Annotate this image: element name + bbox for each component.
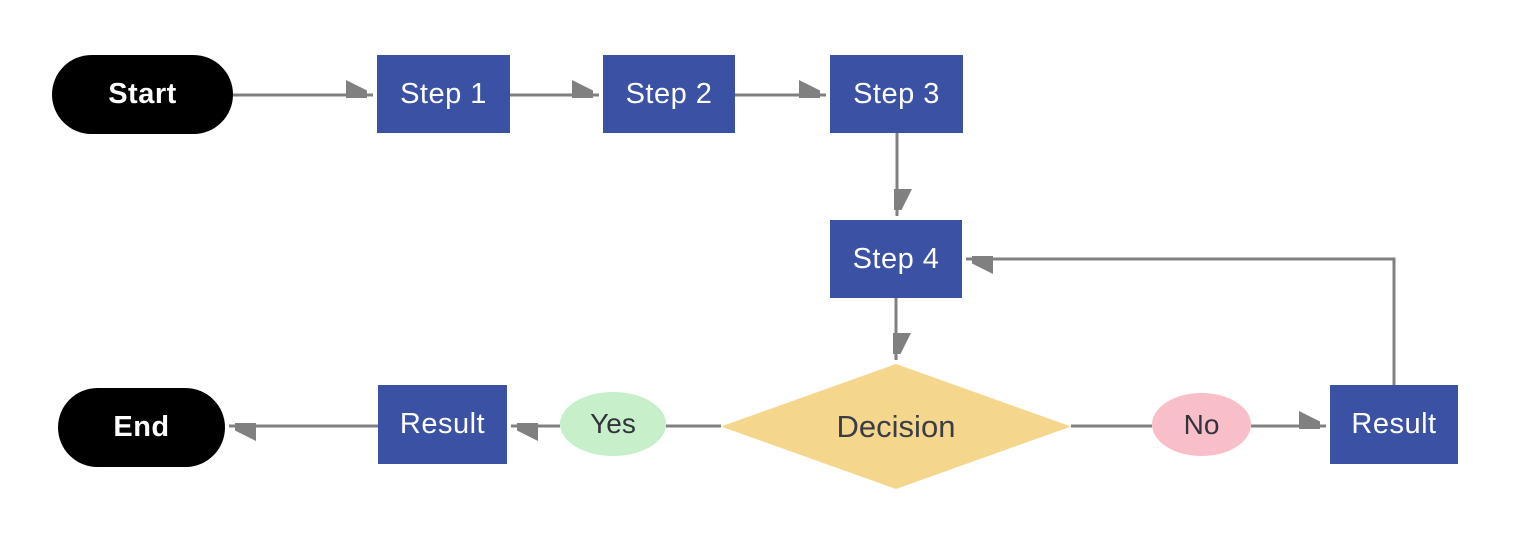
no-text: No (1183, 408, 1220, 440)
node-result-yes-label: Result (399, 408, 486, 440)
node-step3: Step 3 (830, 55, 963, 133)
node-start-label: Start (108, 78, 177, 110)
node-step1: Step 1 (377, 55, 510, 133)
node-end-label: End (113, 411, 170, 443)
node-step3-label: Step 3 (853, 77, 940, 110)
node-decision-label: Decision (836, 408, 956, 444)
node-end: End (58, 388, 225, 467)
node-start: Start (52, 55, 233, 134)
node-step4: Step 4 (830, 220, 962, 298)
node-result-no-label: Result (1351, 408, 1437, 440)
yes-text: Yes (590, 408, 636, 439)
node-step2: Step 2 (603, 55, 735, 133)
node-step2-label: Step 2 (625, 77, 713, 110)
node-result-yes: Result (378, 385, 507, 464)
node-no-label: No (1152, 393, 1251, 456)
connector-result-step4-feedback (966, 259, 1396, 385)
node-step4-label: Step 4 (852, 242, 940, 275)
node-yes-label: Yes (560, 392, 666, 456)
node-step1-label: Step 1 (400, 77, 487, 110)
node-result-no: Result (1330, 385, 1458, 464)
